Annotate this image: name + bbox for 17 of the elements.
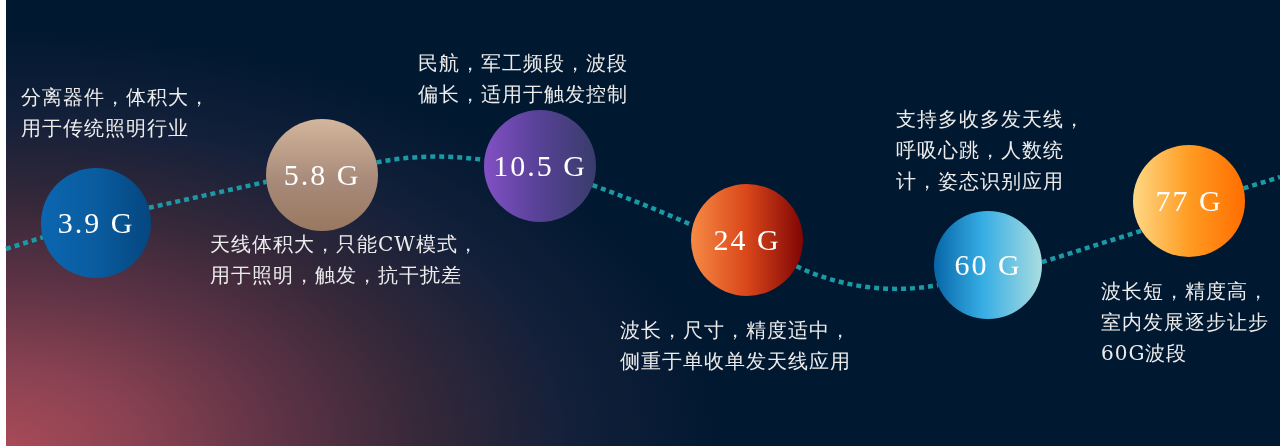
dotted-connector [1041, 228, 1143, 265]
description-text: 民航，军工频段，波段偏长，适用于触发控制 [418, 50, 629, 108]
description-text: 波长，尺寸，精度适中，侧重于单收单发天线应用 [620, 317, 852, 375]
dotted-connector [1242, 174, 1280, 191]
frequency-label: 24 G [713, 223, 781, 257]
frequency-label: 3.9 G [57, 206, 135, 240]
description-text: 波长短，精度高，室内发展逐步让步60G波段 [1101, 278, 1270, 367]
dotted-connector [148, 179, 267, 210]
frequency-label: 10.5 G [493, 149, 587, 183]
frequency-label: 77 G [1155, 184, 1223, 218]
description-text: 天线体积大，只能CW模式，用于照明，触发，抗干扰差 [210, 231, 480, 289]
dotted-connector [795, 264, 939, 292]
frequency-label: 60 G [954, 248, 1022, 282]
frequency-label: 5.8 G [283, 158, 361, 192]
description-text: 分离器件，体积大，用于传统照明行业 [21, 84, 211, 142]
dotted-connector [5, 235, 44, 252]
description-text: 支持多收多发天线，呼吸心跳，人数统计，姿态识别应用 [896, 106, 1086, 195]
